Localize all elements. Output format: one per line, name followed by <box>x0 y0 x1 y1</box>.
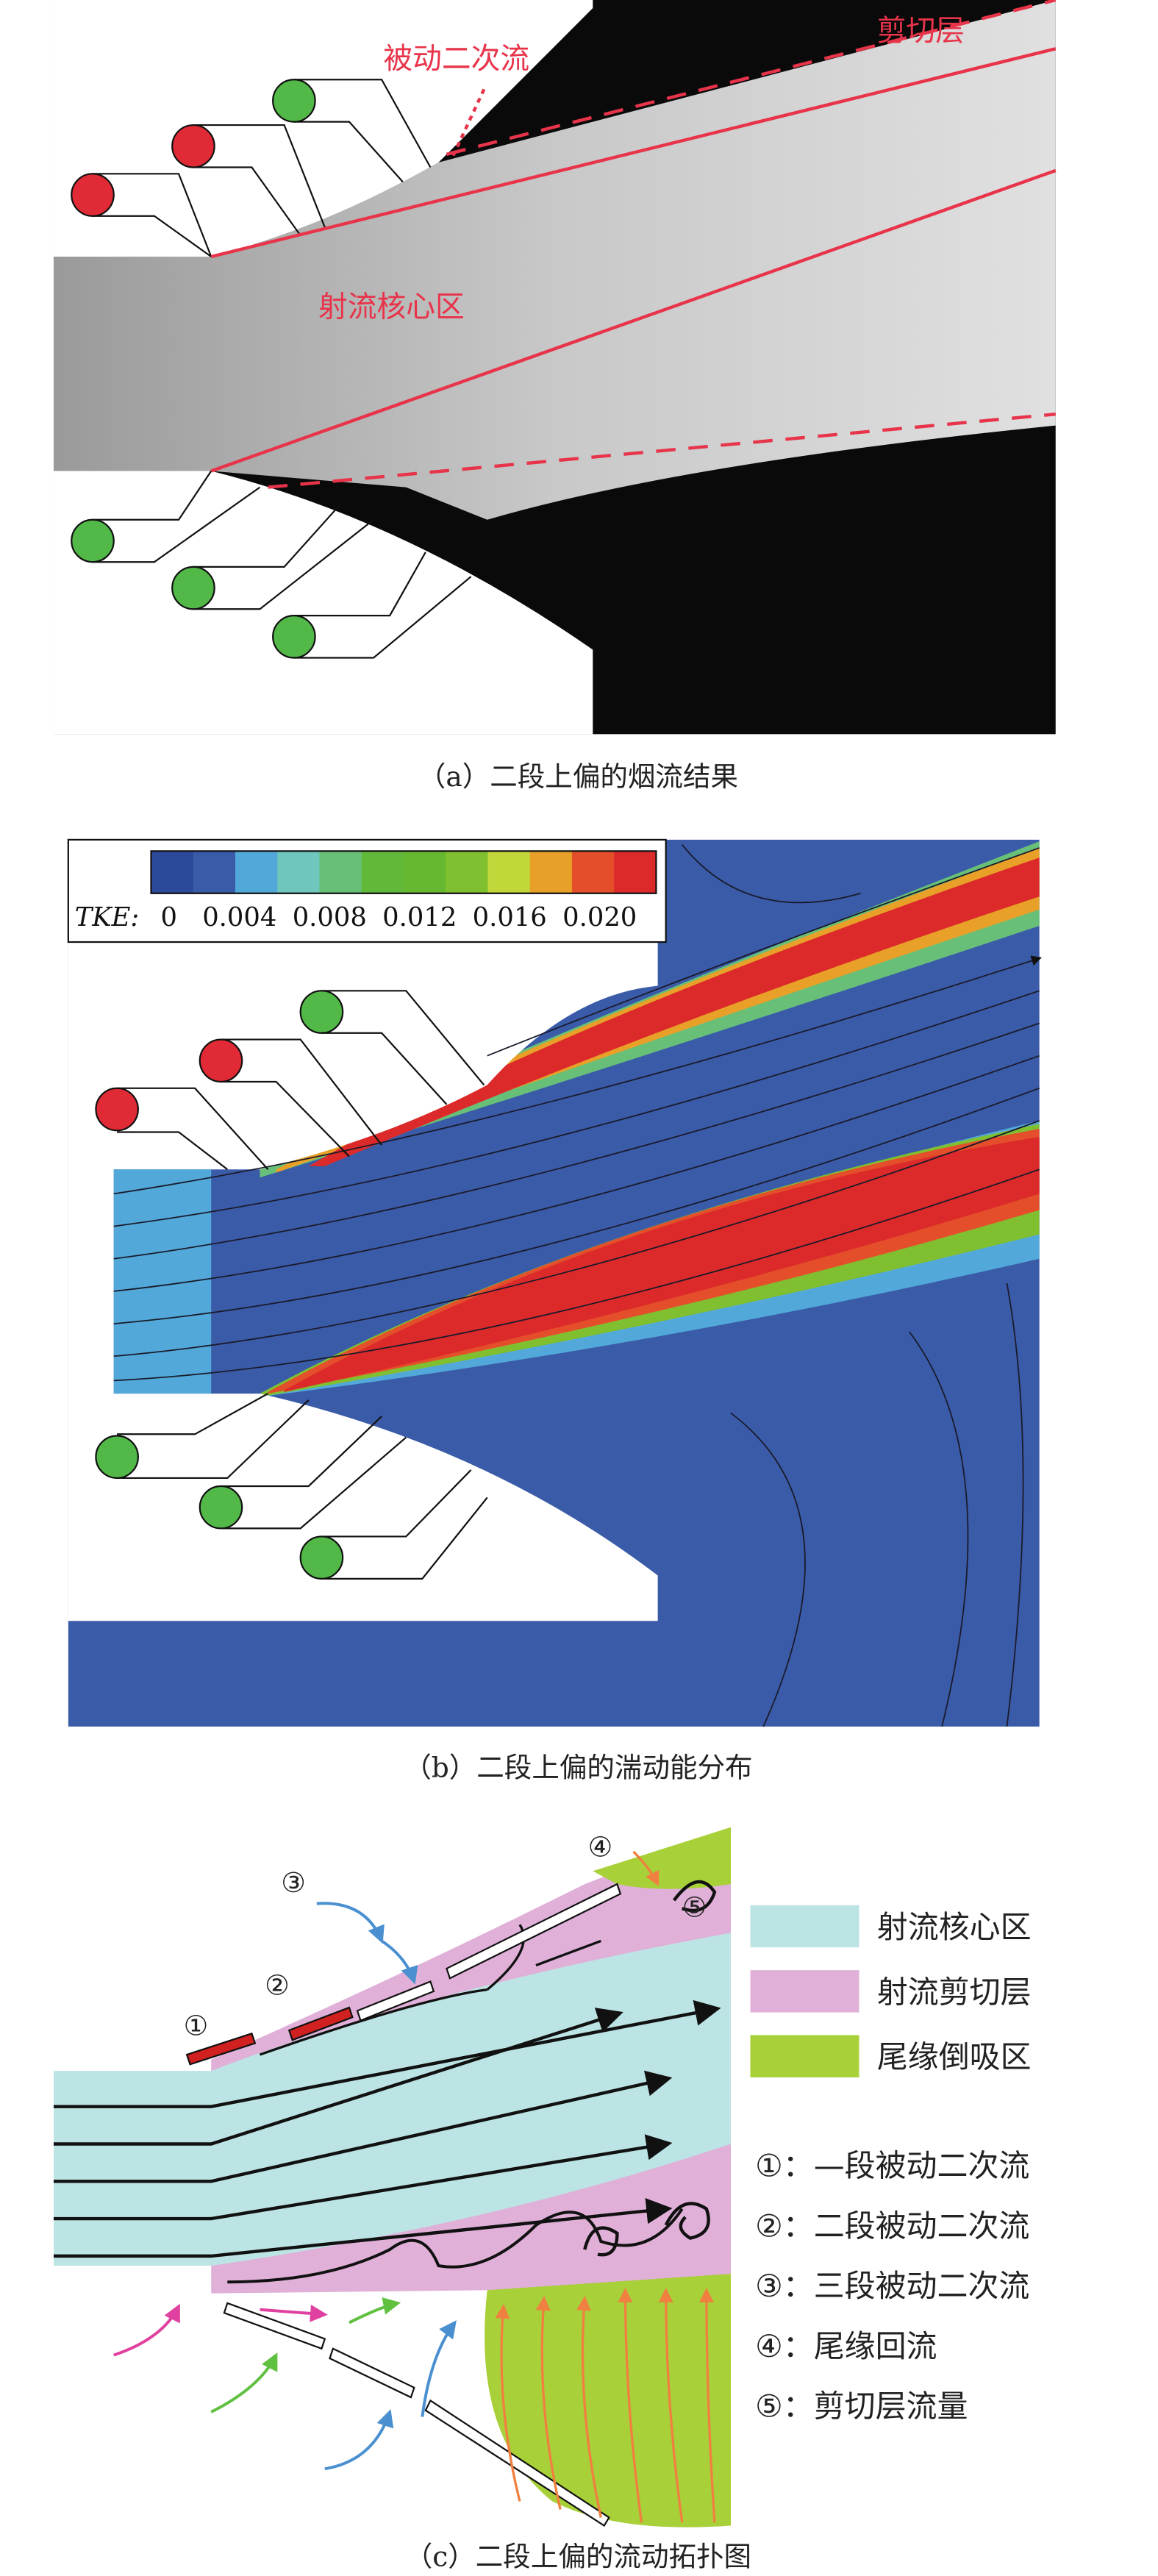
note-item: ④：尾缘回流 <box>755 2328 937 2364</box>
colorbar-cell <box>403 851 446 893</box>
colorbar-cell <box>446 851 489 893</box>
annotation-pointer <box>450 88 486 160</box>
valve-open-icon <box>199 1038 243 1083</box>
legend-swatch-wake <box>750 2035 859 2077</box>
tke-colorbar: TKE: 0 0.004 0.008 0.012 0.016 0.020 <box>67 838 667 943</box>
colorbar-cell <box>614 851 657 893</box>
inflow-arrows <box>113 1902 457 2471</box>
jet-smoke-region <box>53 0 1056 520</box>
colorbar-cell <box>235 851 278 893</box>
valve-closed-icon <box>71 518 115 563</box>
colorbar-tick-label: 0.012 <box>382 902 457 932</box>
colorbar-cell <box>151 851 194 893</box>
colorbar-tick-label: 0.008 <box>293 902 367 932</box>
lower-shear-tke <box>284 1137 1040 1392</box>
note-item: ⑤：剪切层流量 <box>755 2388 968 2425</box>
colorbar-outline <box>150 850 657 894</box>
marker-2: ② <box>265 1969 290 2001</box>
note-item: ②：二段被动二次流 <box>755 2208 1029 2244</box>
shear-lower-dashed <box>268 413 1056 489</box>
marker-3: ③ <box>281 1866 306 1899</box>
jet-arrows <box>53 1924 721 2284</box>
panel-b-tke: TKE: 0 0.004 0.008 0.012 0.016 0.020 <box>67 838 1043 1727</box>
marker-4: ④ <box>588 1831 613 1863</box>
wake-region <box>485 2274 732 2527</box>
colorbar-cell <box>361 851 404 893</box>
streamlines <box>113 843 1043 1727</box>
upper-nozzle-wall <box>53 0 593 257</box>
wake-region-top <box>593 1827 732 1889</box>
colorbar-tick-label: 0 <box>161 902 177 932</box>
legend: 射流核心区 射流剪切层 尾缘倒吸区 ①：—段被动二次流 ②：二段被动二次流 ③：… <box>750 1905 1032 2425</box>
colorbar-cell <box>487 851 531 893</box>
inlet-region <box>113 1169 212 1394</box>
legend-swatch-shear <box>750 1970 859 2013</box>
legend-swatch-core <box>750 1905 859 1948</box>
marker-5: ⑤ <box>682 1891 707 1923</box>
valve-closed-icon <box>171 565 215 610</box>
caption-c: （c）二段上偏的流动拓扑图 <box>405 2541 751 2573</box>
legend-label: 射流核心区 <box>877 1909 1032 1945</box>
legend-label: 射流剪切层 <box>877 1974 1032 2010</box>
lower-nozzle-wall <box>53 471 593 735</box>
colorbar-cell <box>277 851 321 893</box>
label-secondary-flow: 被动二次流 <box>383 42 529 76</box>
marker-1: ① <box>184 2010 209 2042</box>
label-shear-layer: 剪切层 <box>877 14 965 48</box>
label-jet-core: 射流核心区 <box>318 290 465 324</box>
valve-closed-icon <box>95 1435 139 1480</box>
legend-label: 尾缘倒吸区 <box>877 2039 1032 2075</box>
valve-closed-icon <box>199 1485 243 1530</box>
note-item: ③：三段被动二次流 <box>755 2268 1029 2304</box>
valve-closed-icon <box>272 79 316 123</box>
valve-ducts-b <box>117 990 488 1580</box>
valve-ducts-a <box>92 79 472 659</box>
upper-shear-tke <box>308 857 1040 1166</box>
colorbar-variable: TKE: <box>75 902 140 932</box>
caption-b: （b）二段上偏的湍动能分布 <box>404 1751 752 1783</box>
valve-open-icon <box>171 124 215 168</box>
colorbar-cell <box>319 851 362 893</box>
colorbar-tick-label: 0.016 <box>473 902 547 932</box>
note-item: ①：—段被动二次流 <box>755 2148 1029 2184</box>
vortex-swirls <box>583 1880 717 2257</box>
colorbar-cell <box>571 851 615 893</box>
valve-open-icon <box>71 173 115 217</box>
colorbar-cell <box>193 851 236 893</box>
shear-upper-dashed <box>446 0 1057 156</box>
wake-backflow-arrows <box>495 1850 716 2523</box>
valve-closed-icon <box>299 990 344 1034</box>
colorbar-cell <box>529 851 573 893</box>
valve-closed-icon <box>299 1535 344 1580</box>
colorbar-tick-label: 0.004 <box>202 902 276 932</box>
panel-a-smoke-flow: 被动二次流 剪切层 射流核心区 <box>53 0 1057 735</box>
colorbar-tick-label: 0.020 <box>562 902 637 932</box>
valve-open-icon <box>95 1087 139 1132</box>
jet-core-region <box>53 1933 732 2266</box>
caption-a: （a）二段上偏的烟流结果 <box>418 760 738 793</box>
panel-c-topology: ① ② ③ ④ ⑤ 射流核心区 射流剪切层 尾缘倒吸区 ①：—段被动二次流 ②：… <box>53 1827 1032 2527</box>
valve-closed-icon <box>272 614 316 659</box>
jet-core-upper-line <box>210 47 1057 259</box>
nozzle-flaps <box>185 1883 622 2527</box>
jet-core-lower-line <box>210 168 1057 473</box>
